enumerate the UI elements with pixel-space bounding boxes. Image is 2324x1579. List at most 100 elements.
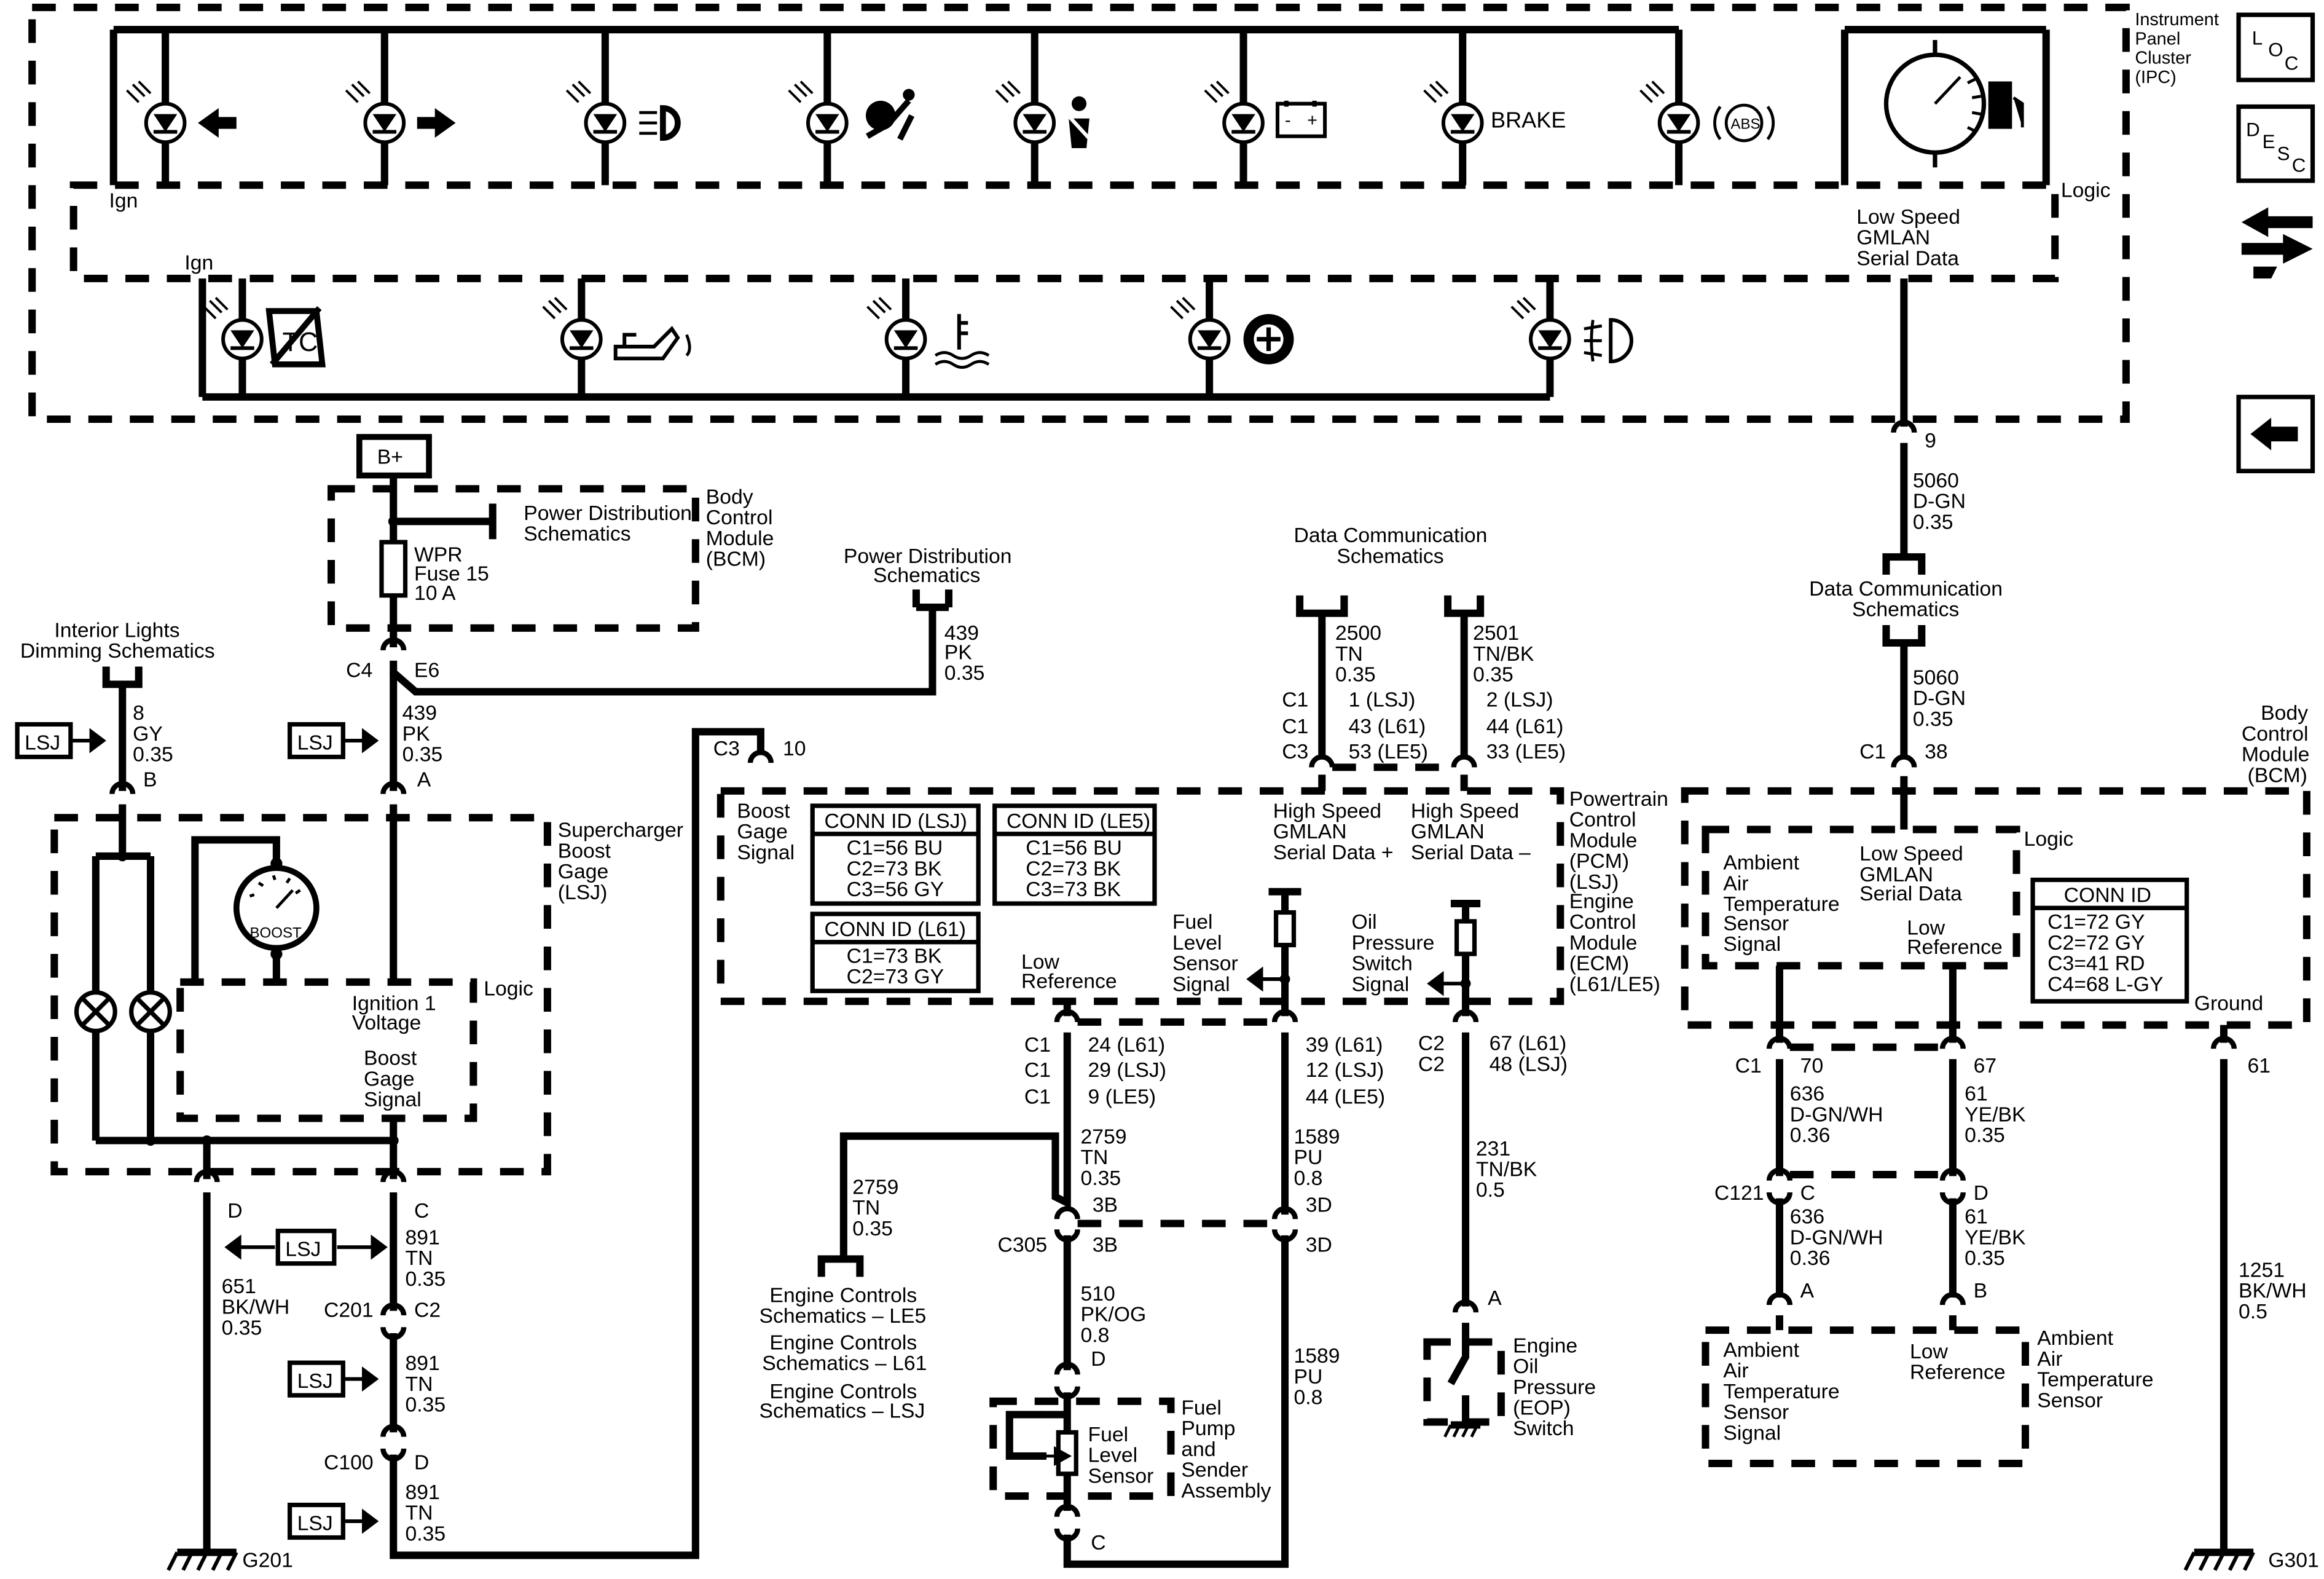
eop-name: Engine Oil Pressure (EOP) Switch [1513,1334,1596,1440]
aat-sensor-name: Ambient Air Temperature Sensor [2037,1326,2153,1412]
svg-text:636: 636 [1790,1205,1824,1229]
svg-text:231: 231 [1476,1137,1510,1160]
svg-text:PU: PU [1294,1146,1322,1169]
desc-button[interactable]: D E S C [2236,104,2315,183]
c305-label: C305 [997,1233,1047,1256]
svg-text:Engine Controls: Engine Controls [769,1331,917,1354]
seatbelt-lamp [996,82,1054,143]
arrow-right-icon [417,108,456,138]
svg-text:Panel: Panel [2135,29,2180,49]
svg-text:Serial Data +: Serial Data + [1273,841,1394,864]
svg-text:636: 636 [1790,1082,1824,1106]
brake-lamp [1424,82,1482,143]
svg-text:Low Speed: Low Speed [1859,842,1963,865]
svg-text:Level: Level [1172,931,1222,955]
svg-text:0.8: 0.8 [1294,1386,1322,1409]
svg-text:TN/BK: TN/BK [1473,642,1534,666]
svg-text:L: L [2252,27,2263,49]
svg-text:C2=73 GY: C2=73 GY [847,965,944,988]
svg-text:(ECM): (ECM) [1569,952,1629,975]
c121-pin-c: C [1800,1181,1815,1205]
svg-text:C1=73 BK: C1=73 BK [847,944,942,967]
pin-a: A [417,768,431,792]
svg-text:PU: PU [1294,1365,1322,1388]
fuel-sig-connector [1274,1012,1295,1022]
svg-text:2500: 2500 [1335,621,1381,645]
pcm-pins-right: 2 (LSJ) 44 (L61) 33 (LE5) [1486,688,1566,763]
svg-text:53 (LE5): 53 (LE5) [1349,740,1428,763]
fuel-pump-icon [1988,81,2024,129]
svg-text:Ambient: Ambient [1723,1339,1799,1362]
svg-text:High Speed: High Speed [1273,799,1381,822]
svg-text:Sensor: Sensor [1088,1464,1154,1487]
svg-text:5060: 5060 [1913,666,1959,689]
wire-5060-b: 5060 D-GN 0.35 [1913,666,1966,730]
svg-text:Reference: Reference [1910,1361,2006,1384]
bcm-logic: Logic [2024,827,2074,851]
fog-lamp [1512,297,1569,358]
lsj-tag-interior: LSJ [15,722,106,760]
svg-text:Control: Control [706,506,773,529]
svg-text:Serial Data: Serial Data [1856,246,1959,270]
svg-text:0.35: 0.35 [133,743,173,766]
svg-text:C2: C2 [1418,1032,1445,1055]
svg-text:C1=56 BU: C1=56 BU [847,837,943,860]
bcm-pin61-connector [2213,1038,2234,1049]
svg-text:0.8: 0.8 [1080,1323,1109,1347]
pcm-hs-plus: High Speed GMLAN Serial Data + [1273,799,1394,864]
svg-text:891: 891 [406,1352,440,1375]
eop-ground [1443,1421,1481,1438]
tool-icon[interactable] [2241,207,2313,279]
sensor-pin-a: A [1800,1279,1815,1302]
sensor-signal-label: Ambient Air Temperature Sensor Signal [1723,1339,1839,1445]
svg-text:LSJ: LSJ [297,1511,333,1535]
svg-text:Boost: Boost [558,839,611,862]
eop-connector [1455,1302,1476,1312]
wire-891-a: 891 TN 0.35 [406,1226,446,1290]
svg-text:LSJ: LSJ [297,731,333,754]
svg-text:2759: 2759 [1080,1125,1126,1148]
svg-text:Control: Control [2242,722,2309,746]
svg-text:CONN ID (L61): CONN ID (L61) [825,918,966,941]
svg-text:TN: TN [852,1196,880,1219]
svg-text:LSJ: LSJ [285,1238,321,1261]
pin-70: 70 [1800,1054,1824,1077]
svg-text:Interior Lights: Interior Lights [54,618,179,642]
svg-text:44 (L61): 44 (L61) [1486,715,1564,738]
wire-61-b: 61 YE/BK 0.35 [1965,1205,2026,1270]
bcm-c1: C1 [1859,740,1886,763]
svg-text:Signal: Signal [364,1088,422,1111]
wire-891-c: 891 TN 0.35 [406,1481,446,1545]
svg-text:67 (L61): 67 (L61) [1490,1032,1567,1055]
svg-text:D-GN/WH: D-GN/WH [1790,1226,1883,1249]
svg-text:Power Distribution: Power Distribution [844,545,1012,568]
wire-2500: 2500 TN 0.35 [1335,621,1381,686]
svg-text:TC: TC [282,328,318,357]
svg-text:2501: 2501 [1473,621,1519,645]
wire-439-right: 439 PK 0.35 [944,621,985,685]
svg-text:YE/BK: YE/BK [1965,1103,2026,1126]
c201-label: C201 [324,1298,374,1321]
svg-text:Boost: Boost [737,799,790,822]
svg-text:Temperature: Temperature [1723,1380,1839,1403]
svg-text:0.35: 0.35 [1965,1124,2005,1147]
turn-left-lamp [127,82,184,143]
wire-1589-b: 1589 PU 0.8 [1294,1344,1340,1409]
svg-text:Fuel: Fuel [1088,1423,1129,1446]
svg-text:LSJ: LSJ [297,1369,333,1393]
loc-button[interactable]: L O C [2236,12,2315,82]
back-arrow-button[interactable] [2236,395,2315,473]
svg-text:Fuel: Fuel [1172,910,1213,934]
svg-text:TN: TN [406,1502,433,1525]
wire-2501: 2501 TN/BK 0.35 [1473,621,1534,686]
wire-1589-a: 1589 PU 0.8 [1294,1125,1340,1189]
svg-text:439: 439 [944,621,979,645]
svg-text:Ambient: Ambient [1723,851,1799,875]
hs-minus-connector [1454,757,1475,767]
svg-text:(EOP): (EOP) [1513,1396,1571,1419]
svg-text:Assembly: Assembly [1181,1479,1271,1502]
battery-icon: - + [1275,100,1327,138]
svg-text:C2=73 BK: C2=73 BK [1026,857,1121,880]
seatbelt-icon [1061,96,1097,148]
c121-label: C121 [1714,1181,1764,1205]
